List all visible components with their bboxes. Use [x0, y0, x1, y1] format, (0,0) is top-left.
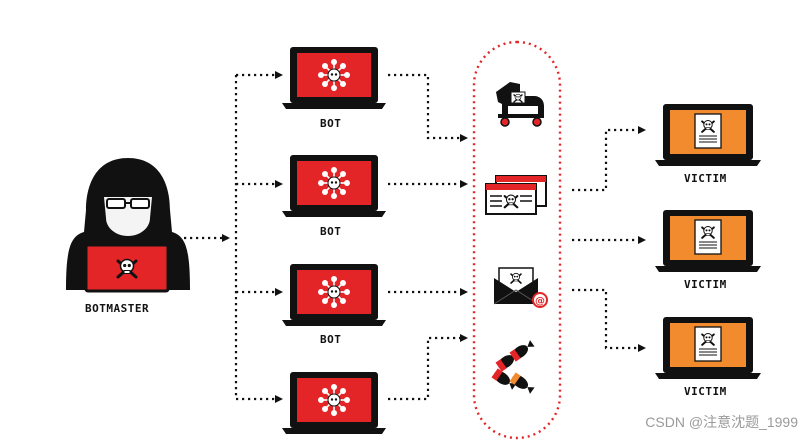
svg-text:@: @ [535, 296, 545, 307]
bot-label-1: BOT [320, 117, 342, 130]
phishing-email-icon: @ [493, 267, 548, 308]
victim-label-2: VICTIM [684, 278, 727, 291]
botmaster-label: BOTMASTER [85, 302, 150, 315]
hooded-hacker-icon [66, 158, 190, 293]
bot-laptop-2 [282, 155, 386, 217]
victim-laptop-3 [655, 317, 761, 379]
bot-laptop-4 [282, 372, 386, 434]
malicious-webpage-icon [485, 175, 547, 215]
botmaster-connector [178, 71, 283, 403]
trojan-horse-icon [496, 82, 544, 127]
bot-laptop-3 [282, 264, 386, 326]
watermark: CSDN @注意沈题_1999 [645, 414, 798, 430]
victim-connectors [572, 126, 646, 352]
victim-label-3: VICTIM [684, 385, 727, 398]
victim-laptop-1 [655, 104, 761, 166]
victim-label-1: VICTIM [684, 172, 727, 185]
bot-connectors [388, 73, 468, 401]
victim-laptop-2 [655, 210, 761, 272]
bot-laptop-1 [282, 47, 386, 109]
bot-label-3: BOT [320, 333, 342, 346]
bot-label-2: BOT [320, 225, 342, 238]
bombs-icon [491, 340, 535, 394]
attack-vectors-group [472, 40, 562, 440]
